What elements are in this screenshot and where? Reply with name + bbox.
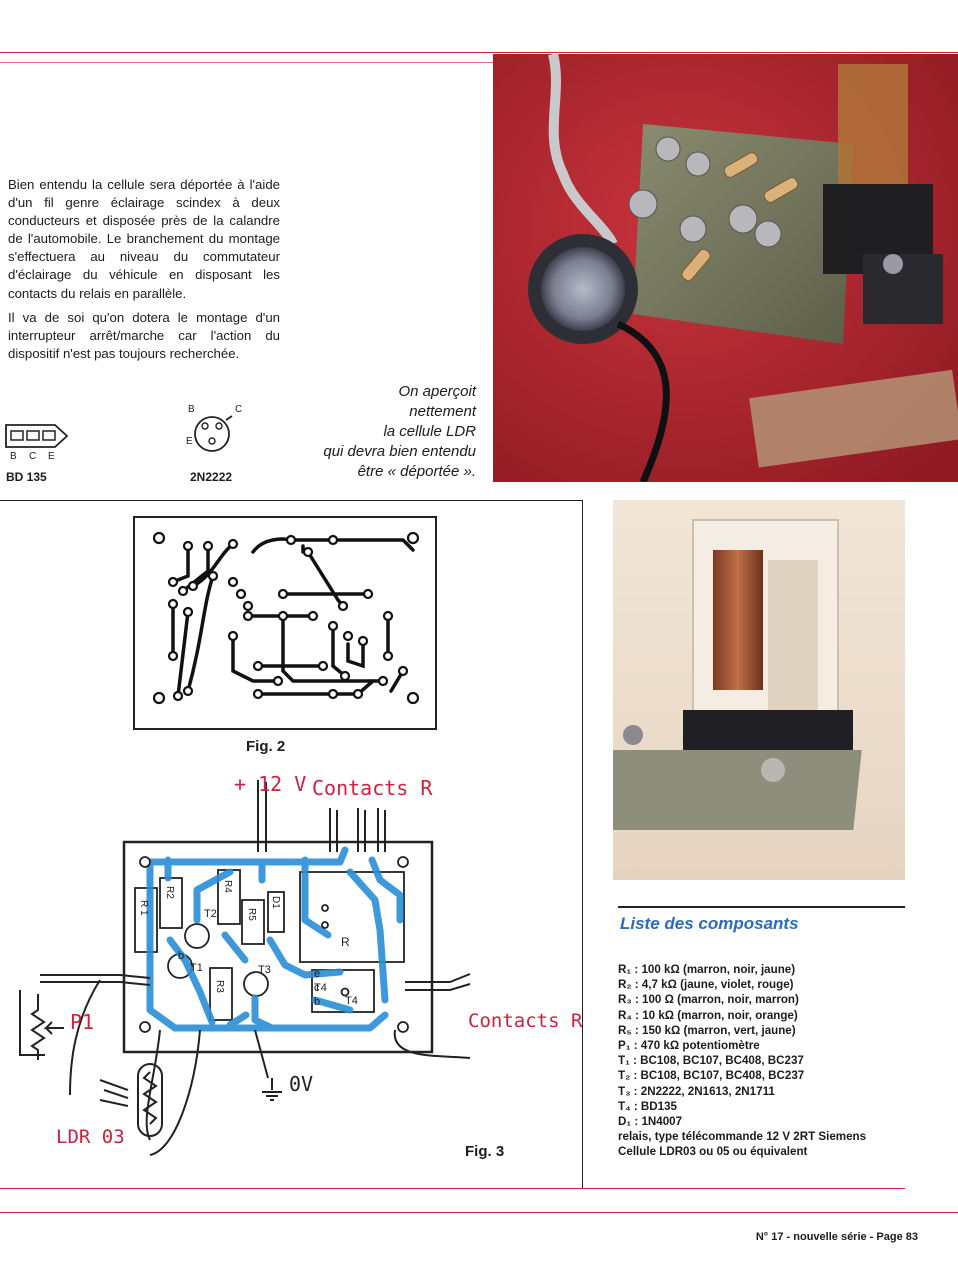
t3-label: T3 — [258, 964, 271, 976]
d1-label: D1 — [270, 896, 281, 909]
fig3-label: Fig. 3 — [465, 1143, 505, 1160]
photo-relay — [613, 500, 905, 880]
wiring-diagram-figure — [19, 780, 471, 1156]
list-item: R₁ : 100 kΩ (marron, noir, jaune) — [618, 963, 796, 976]
r5-label: R5 — [246, 908, 257, 921]
bottom-rule-2 — [0, 1212, 958, 1213]
top-rule-thin — [0, 62, 493, 63]
2n2222-pin-c: C — [235, 404, 243, 415]
bd135-pin-e: E — [48, 451, 55, 462]
r1-label: R 1 — [138, 900, 149, 916]
page-footer: N° 17 - nouvelle série - Page 83 — [755, 1231, 918, 1243]
list-item: T₃ : 2N2222, 2N1613, 2N1711 — [618, 1084, 775, 1098]
bd135-package-icon — [5, 424, 69, 448]
list-item: T₂ : BC108, BC107, BC408, BC237 — [618, 1069, 805, 1083]
bd135-pin-b: B — [10, 451, 17, 462]
bottom-rule — [0, 1188, 905, 1189]
caption-line: qui devra bien entendu — [323, 443, 476, 460]
top-rule — [0, 52, 958, 53]
t4-label: T4 — [345, 995, 358, 1007]
list-item: T₁ : BC108, BC107, BC408, BC237 — [618, 1054, 804, 1068]
pcb-layout-figure — [133, 516, 437, 730]
bd135-pin-c: C — [29, 451, 37, 462]
parts-list-title: Liste des composants — [620, 914, 799, 933]
list-item: D₁ : 1N4007 — [618, 1115, 683, 1129]
r3-label: R3 — [214, 980, 225, 993]
list-item: T₄ : BD135 — [618, 1099, 677, 1113]
p1-label: P1 — [70, 1010, 95, 1034]
article-body: Bien entendu la cellule sera déportée à … — [8, 176, 280, 369]
list-item: Cellule LDR03 ou 05 ou équivalent — [618, 1145, 808, 1159]
list-item: R₂ : 4,7 kΩ (jaune, violet, rouge) — [618, 978, 794, 992]
figure-frame-top — [0, 500, 583, 501]
2n2222-label: 2N2222 — [190, 470, 233, 484]
parts-list: R₁ : 100 kΩ (marron, noir, jaune) R₂ : 4… — [618, 962, 903, 1160]
pin-b2-label: b — [314, 996, 321, 1008]
list-item: relais, type télécommande 12 V 2RT Sieme… — [618, 1130, 867, 1144]
list-item: R₃ : 100 Ω (marron, noir, marron) — [618, 993, 799, 1007]
r4-label: R4 — [222, 880, 233, 893]
fig2-label: Fig. 2 — [246, 738, 286, 755]
list-item: R₄ : 10 kΩ (marron, noir, orange) — [618, 1008, 798, 1022]
2n2222-pin-b: B — [188, 404, 195, 415]
supply-label: + 12 V — [234, 772, 307, 796]
caption-line: la cellule LDR — [383, 423, 476, 440]
caption-line: On aperçoit — [398, 383, 476, 400]
paragraph-2: Il va de soi qu'on dotera le montage d'u… — [8, 309, 280, 361]
2n2222-package-icon — [194, 415, 233, 452]
pin-c-label-2: c — [314, 982, 320, 994]
pin-e-label: e — [314, 968, 321, 980]
photo-ldr-circuit — [493, 54, 958, 482]
ldr-label: LDR 03 — [56, 1126, 125, 1148]
t2-label: T2 — [204, 908, 217, 920]
r2-label: R2 — [164, 886, 175, 899]
bd135-label: BD 135 — [6, 470, 47, 484]
parts-list-rule — [618, 906, 905, 908]
pin-b-label: b — [178, 950, 185, 962]
photo-caption: On aperçoit nettement la cellule LDR qui… — [282, 382, 476, 482]
pin-c-label: T4 — [314, 982, 327, 994]
figure-frame-right — [582, 500, 583, 1188]
ground-label: 0V — [289, 1072, 314, 1096]
caption-line: nettement — [409, 403, 476, 420]
2n2222-pin-e: E — [186, 436, 193, 447]
list-item: P₁ : 470 kΩ potentiomètre — [618, 1039, 760, 1053]
contacts-right-label: Contacts R — [468, 1010, 583, 1032]
list-item: R₅ : 150 kΩ (marron, vert, jaune) — [618, 1023, 796, 1037]
paragraph-1: Bien entendu la cellule sera déportée à … — [8, 177, 280, 301]
caption-line: être « déportée ». — [357, 463, 476, 480]
relay-label: R — [341, 935, 350, 949]
t1-label: T1 — [190, 962, 203, 974]
contacts-top-label: Contacts R — [312, 776, 433, 800]
